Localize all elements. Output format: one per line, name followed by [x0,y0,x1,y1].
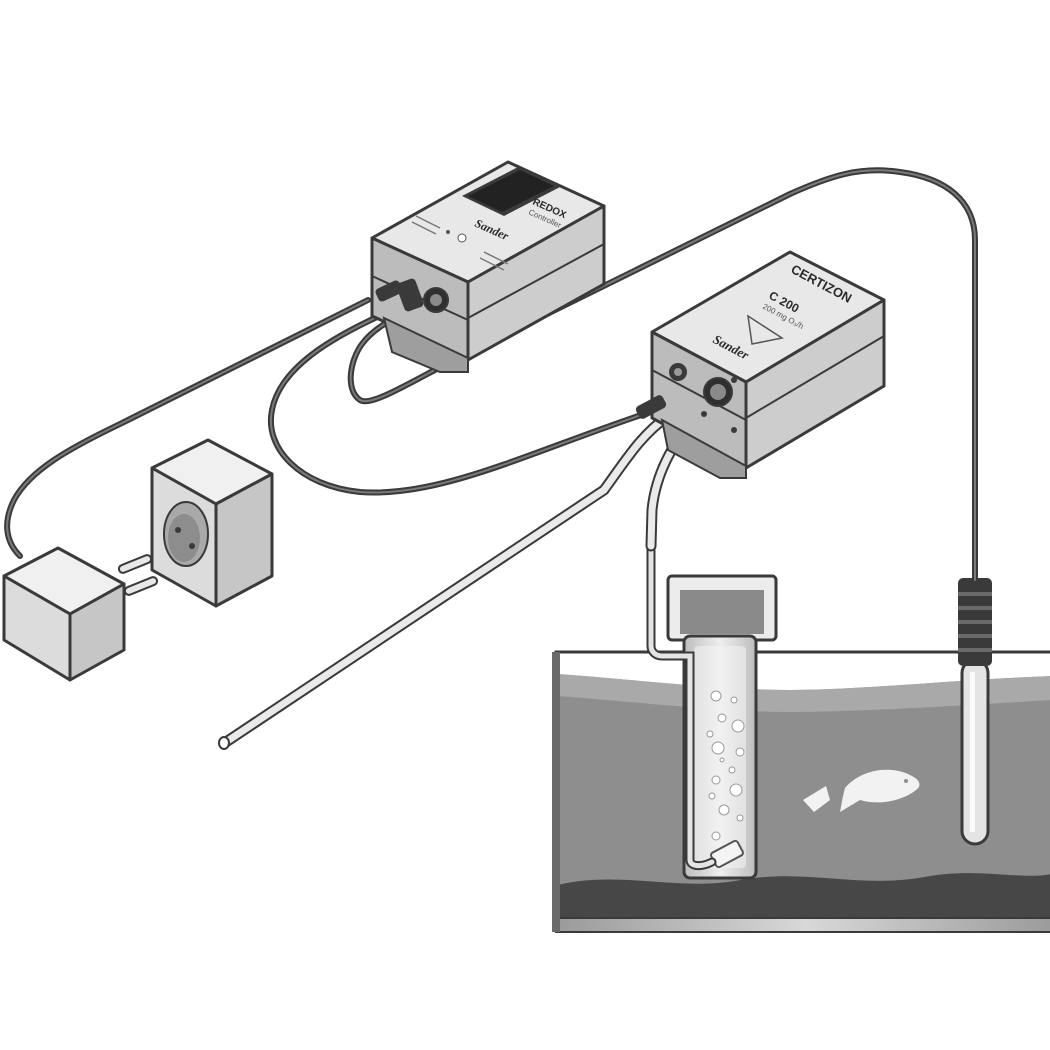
plug-pin [123,576,159,596]
controller-connectors [375,278,449,313]
ozone-reactor [646,535,778,880]
fish-icon [803,769,920,812]
warning-triangle-icon [747,314,784,345]
plug-pin [117,554,153,574]
bubbles [706,690,745,848]
substrate [558,873,1050,925]
water-surface [558,674,1050,712]
ozonizer-connectors [635,363,737,433]
redox-controller: REDOX Controller Sander [370,160,606,373]
redox-electrode [958,578,992,846]
power-plug [2,546,159,682]
wall-socket [150,438,274,608]
controller-button[interactable] [457,233,467,243]
ozonizer: CERTIZON C 200 200 mg O₃/h Sander [635,250,886,479]
controller-indicator [446,230,450,234]
